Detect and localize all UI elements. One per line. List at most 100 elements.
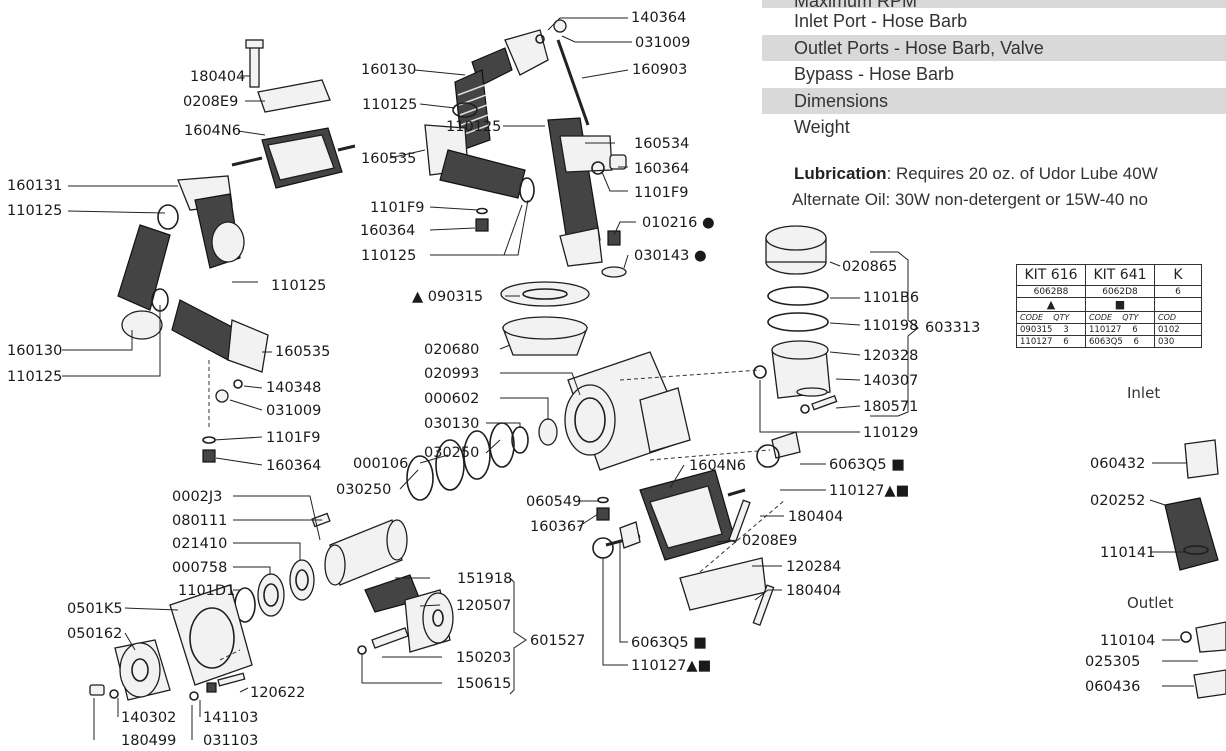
spec-table: Maximum RPM Inlet Port - Hose Barb Outle…: [762, 0, 1226, 141]
inlet-fittings: [1164, 439, 1219, 571]
callout-120284: 120284: [786, 559, 841, 575]
callout-050162: 050162: [67, 626, 122, 642]
callout-140364: 140364: [631, 10, 686, 26]
callout-160903: 160903: [632, 62, 687, 78]
callout-labels: 140364 031009 160903 160130 110125 18040…: [7, 10, 980, 749]
kit-qty: 6: [1133, 336, 1139, 347]
callout-150615: 150615: [456, 676, 511, 692]
callout-140302: 140302: [121, 710, 176, 726]
callout-031009: 031009: [635, 35, 690, 51]
callout-060432: 060432: [1090, 456, 1145, 472]
callout-020865: 020865: [842, 259, 897, 275]
oil-reservoir: [753, 225, 838, 414]
callout-021410: 021410: [172, 536, 227, 552]
callout-090315: ▲ 090315: [412, 289, 483, 305]
kit-616-title: KIT 616: [1016, 264, 1086, 286]
callout-030250: 030250: [336, 482, 391, 498]
callout-025305: 025305: [1085, 654, 1140, 670]
callout-110125: 110125: [271, 278, 326, 294]
callout-140307: 140307: [863, 373, 918, 389]
kit-code: 6063Q5: [1089, 336, 1123, 347]
manifold-elbow-left: [117, 175, 269, 463]
callout-180404: 180404: [786, 583, 841, 599]
callout-150203: 150203: [456, 650, 511, 666]
spec-row-inlet-port: Inlet Port - Hose Barb: [794, 11, 968, 31]
callout-1604N6: 1604N6: [689, 458, 746, 474]
callout-1101F9: 1101F9: [634, 185, 688, 201]
kit-code: 090315: [1020, 324, 1053, 335]
callout-0208E9: 0208E9: [742, 533, 797, 549]
kit-qty: 3: [1063, 324, 1069, 335]
callout-180404: 180404: [190, 69, 245, 85]
alternate-oil-note: Alternate Oil: 30W non-detergent or 15W-…: [792, 190, 1148, 209]
callout-000106: 000106: [353, 456, 408, 472]
kit-code: 110127: [1020, 336, 1053, 347]
callout-6063Q5: 6063Q5 ■: [829, 457, 905, 473]
callout-031103: 031103: [203, 733, 258, 749]
callout-110198: 110198: [863, 318, 918, 334]
callout-110104: 110104: [1100, 633, 1155, 649]
crankcase: [89, 584, 253, 701]
callout-110125: 110125: [446, 119, 501, 135]
kit-641-title: KIT 641: [1085, 264, 1155, 286]
callout-1101B6: 1101B6: [863, 290, 919, 306]
kit-col-code: CODE: [1020, 313, 1044, 322]
callout-120622: 120622: [250, 685, 305, 701]
middle-hose-assembly: [424, 102, 535, 232]
callout-110125: 110125: [7, 203, 62, 219]
callout-031009: 031009: [266, 403, 321, 419]
kit-col-qty: QTY: [1122, 313, 1139, 322]
callout-160364: 160364: [266, 458, 321, 474]
callout-060436: 060436: [1085, 679, 1140, 695]
manifold-elbow-right: [547, 117, 627, 278]
callout-1101D1: 1101D1: [178, 583, 235, 599]
diaphragm-stack: [500, 281, 590, 356]
callout-120507: 120507: [456, 598, 511, 614]
callout-160364: 160364: [634, 161, 689, 177]
callout-000758: 000758: [172, 560, 227, 576]
inlet-title: Inlet: [1127, 384, 1160, 402]
kit-col-code: CODE: [1089, 313, 1113, 322]
callout-110127: 110127▲■: [631, 658, 711, 674]
kit-616-row-2: 110127 6: [1016, 335, 1086, 348]
pump-body: [564, 351, 691, 471]
lubrication-label: Lubrication: [794, 164, 887, 183]
cam-assembly: [357, 574, 454, 655]
callout-180571: 180571: [863, 399, 918, 415]
callout-0208E9: 0208E9: [183, 94, 238, 110]
kit-qty: 6: [1132, 324, 1138, 335]
callout-160535: 160535: [361, 151, 416, 167]
callout-020252: 020252: [1090, 493, 1145, 509]
kit-616-header: CODE QTY: [1016, 311, 1086, 324]
callout-110141: 110141: [1100, 545, 1155, 561]
callout-601527: 601527: [530, 633, 585, 649]
drive-shaft: [234, 512, 408, 623]
spec-row-bypass: Bypass - Hose Barb: [794, 64, 955, 84]
callout-180499: 180499: [121, 733, 176, 749]
callout-141103: 141103: [203, 710, 258, 726]
callout-1101F9: 1101F9: [370, 200, 424, 216]
callout-110127: 110127▲■: [829, 483, 909, 499]
callout-120328: 120328: [863, 348, 918, 364]
lubrication-text: : Requires 20 oz. of Udor Lube 40W: [886, 164, 1158, 183]
callout-160130: 160130: [7, 343, 62, 359]
lubrication-note: Lubrication: Requires 20 oz. of Udor Lub…: [794, 164, 1158, 184]
callout-1101F9: 1101F9: [266, 430, 320, 446]
callout-110125: 110125: [362, 97, 417, 113]
kit-table: KIT 616 KIT 641 K 6062B8 6062D8 6 ▲ ■ CO…: [1016, 264, 1202, 348]
outlet-title: Outlet: [1127, 594, 1174, 612]
callout-030130: 030130: [424, 416, 479, 432]
outlet-fittings: [1180, 621, 1226, 699]
callout-140348: 140348: [266, 380, 321, 396]
callout-151918: 151918: [457, 571, 512, 587]
callout-6063Q5: 6063Q5 ■: [631, 635, 707, 651]
callout-160364: 160364: [360, 223, 415, 239]
callout-030143: 030143 ●: [634, 248, 707, 264]
callout-110129: 110129: [863, 425, 918, 441]
mounting-bracket-upper: [245, 39, 331, 113]
callout-110125: 110125: [7, 369, 62, 385]
spec-row-max-rpm: Maximum RPM: [762, 0, 1226, 8]
outlet-group: Outlet 110104 025305 060436: [1085, 594, 1174, 695]
callout-110125: 110125: [361, 248, 416, 264]
callout-060549: 060549: [526, 494, 581, 510]
